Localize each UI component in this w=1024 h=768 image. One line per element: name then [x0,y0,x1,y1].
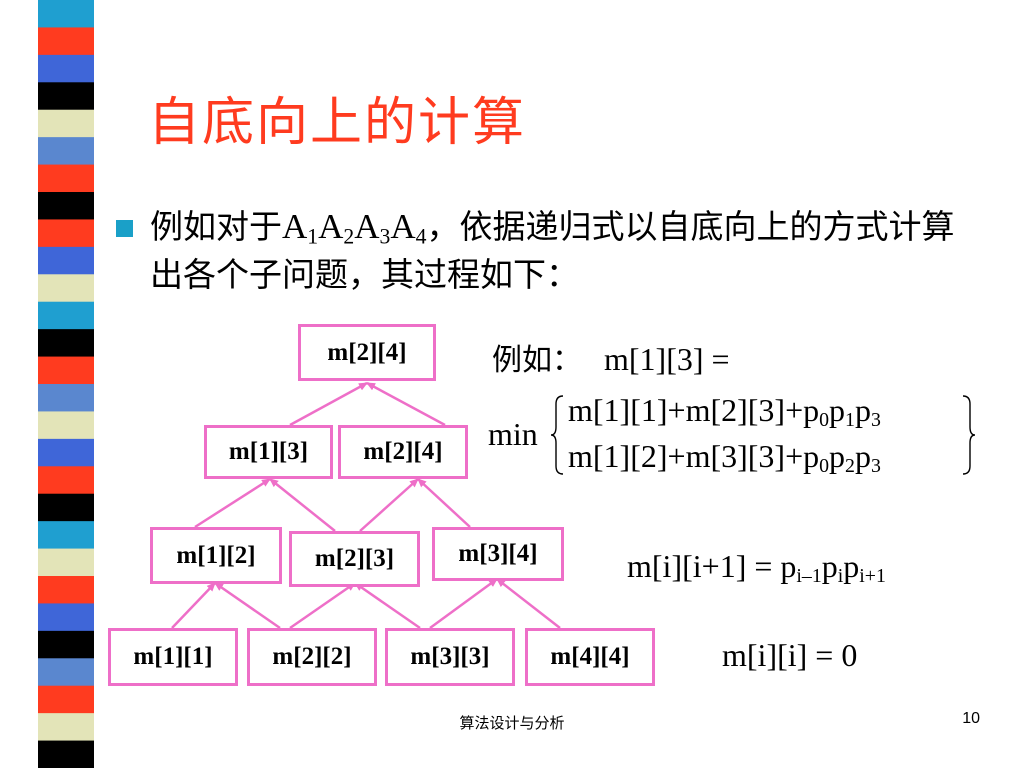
slide-title: 自底向上的计算 [148,93,527,153]
stripe-block [38,438,94,467]
matrix-chain: A1A2A3A4 [282,207,427,249]
stripe-block [38,54,94,83]
stripe-block [38,658,94,687]
node-m33: m[3][3] [385,628,515,686]
matrix-a4: A4 [390,207,427,249]
connector-12-13 [194,477,271,529]
stripe-block [38,164,94,193]
stripe-block [38,713,94,742]
example-prefix: 例如： [492,343,582,378]
example-line: 例如： m[1][3] = [492,335,730,379]
right-brace-icon [962,395,976,475]
example-lhs: m[1][3] = [604,341,730,377]
node-m22: m[2][2] [247,628,377,686]
node-m23: m[2][3] [289,531,420,587]
node-m12: m[1][2] [150,527,282,584]
node-m24-mid: m[2][4] [338,425,468,479]
decorative-stripe [38,0,94,768]
stripe-block [38,192,94,220]
base-case-formula: m[i][i] = 0 [722,637,858,673]
matrix-a1: A1 [282,207,319,249]
stripe-block [38,603,94,632]
min-option-2: m[1][2]+m[3][3]+p0p2p3 [568,438,881,477]
stripe-block [38,548,94,577]
footer-course-title: 算法设计与分析 [459,714,565,732]
node-m34: m[3][4] [432,527,564,581]
connector-23-13 [269,478,336,532]
connector-11-12 [171,582,216,629]
connector-44-34 [496,578,561,629]
matrix-a2: A2 [318,207,355,249]
stripe-block [38,521,94,550]
connector-23-24 [359,478,419,532]
stripe-block [38,219,94,248]
min-option-1: m[1][1]+m[2][3]+p0p1p3 [568,392,881,431]
recurrence-formula: m[i][i+1] = pi–1pipi+1 [627,548,886,587]
connector-24-24top [366,381,446,427]
stripe-block [38,630,94,659]
page-number: 10 [962,710,980,727]
connector-13-24top [289,381,368,427]
bullet-square-icon [116,220,133,237]
stripe-block [38,82,94,111]
node-m11: m[1][1] [108,628,238,686]
stripe-block [38,576,94,604]
stripe-block [38,356,94,385]
connector-34-24 [417,478,471,528]
bullet-text: 例如对于A1A2A3A4，依据递归式以自底向上的方式计算出各个子问题，其过程如下… [150,203,980,299]
stripe-block [38,740,94,768]
connector-22-23 [289,581,356,630]
node-m44: m[4][4] [525,628,655,686]
stripe-block [38,493,94,522]
stripe-block [38,685,94,714]
stripe-block [38,0,94,28]
connector-33-23 [354,581,421,630]
stripe-block [38,109,94,138]
min-label: min [488,416,538,452]
stripe-block [38,329,94,358]
stripe-block [38,246,94,275]
node-m24-top: m[2][4] [298,324,436,381]
stripe-block [38,301,94,330]
stripe-block [38,27,94,56]
stripe-block [38,466,94,495]
left-brace-icon [550,395,564,475]
stripe-block [38,384,94,412]
connector-22-12 [214,581,281,630]
stripe-block [38,274,94,303]
bullet-prefix: 例如对于 [150,207,282,246]
matrix-a3: A3 [354,207,391,249]
connector-33-34 [429,577,498,630]
node-m13: m[1][3] [204,425,333,479]
stripe-block [38,137,94,166]
bullet-suffix: ，依据递归式以自底向上的方式计算出各个子问题，其过程如下： [150,207,955,294]
stripe-block [38,411,94,440]
